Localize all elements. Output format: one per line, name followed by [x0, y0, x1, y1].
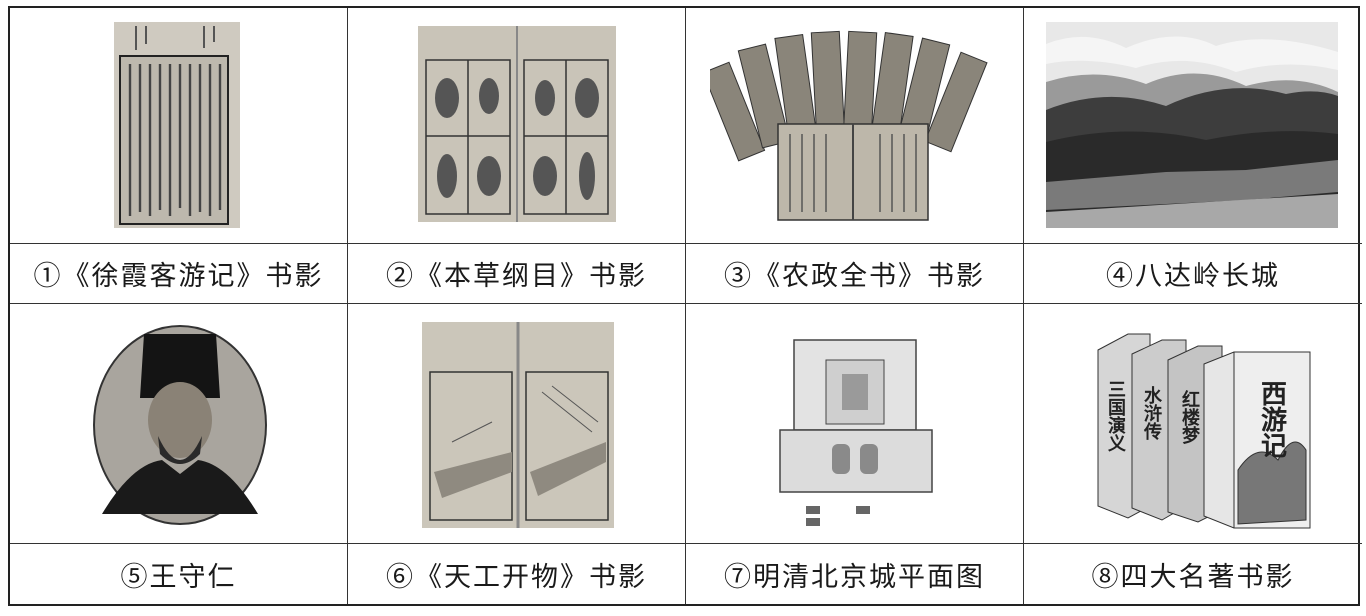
caption-cell-8: ⑧四大名著书影 [1024, 544, 1362, 604]
caption-text: ⑧四大名著书影 [1091, 561, 1295, 593]
image-table: ①《徐霞客游记》书影 ②《本草纲目》书影 ③《农政全书》书影 ④八达岭长城 [8, 6, 1362, 606]
caption-text: ①《徐霞客游记》书影 [33, 261, 324, 292]
caption-cell-1: ①《徐霞客游记》书影 [10, 244, 348, 304]
spine-title-1: 三国演义 [1106, 380, 1126, 452]
cell-image-5 [10, 304, 348, 544]
spine-title-2: 水浒传 [1142, 385, 1163, 441]
wang-shouren-portrait-image [92, 324, 268, 526]
cell-image-3 [686, 8, 1024, 244]
caption-cell-2: ②《本草纲目》书影 [348, 244, 686, 304]
caption-text: ⑦明清北京城平面图 [724, 561, 985, 593]
xu-xiake-book-image [114, 22, 240, 228]
bencao-book-image [418, 26, 616, 222]
caption-cell-5: ⑤王守仁 [10, 544, 348, 604]
caption-cell-4: ④八达岭长城 [1024, 244, 1362, 304]
caption-cell-7: ⑦明清北京城平面图 [686, 544, 1024, 604]
cell-image-2 [348, 8, 686, 244]
beijing-map-image [766, 320, 946, 532]
caption-text: ③《农政全书》书影 [724, 261, 985, 292]
caption-text: ④八达岭长城 [1106, 261, 1280, 292]
spine-title-3: 红楼梦 [1180, 389, 1200, 445]
spine-title-4: 西游记 [1258, 380, 1287, 458]
cell-image-4 [1024, 8, 1362, 244]
caption-cell-6: ⑥《天工开物》书影 [348, 544, 686, 604]
great-wall-image [1046, 22, 1338, 228]
cell-image-1 [10, 8, 348, 244]
caption-text: ②《本草纲目》书影 [386, 261, 647, 292]
cell-image-8: 三国演义 水浒传 红楼梦 西游记 [1024, 304, 1362, 544]
caption-text: ⑤王守仁 [120, 561, 237, 593]
cell-image-7 [686, 304, 1024, 544]
cell-image-6 [348, 304, 686, 544]
caption-cell-3: ③《农政全书》书影 [686, 244, 1024, 304]
tiangong-kaiwu-book-image [422, 322, 614, 528]
caption-text: ⑥《天工开物》书影 [386, 561, 647, 593]
nongzheng-books-image [710, 24, 1000, 224]
four-classics-books-image: 三国演义 水浒传 红楼梦 西游记 [1088, 320, 1320, 530]
